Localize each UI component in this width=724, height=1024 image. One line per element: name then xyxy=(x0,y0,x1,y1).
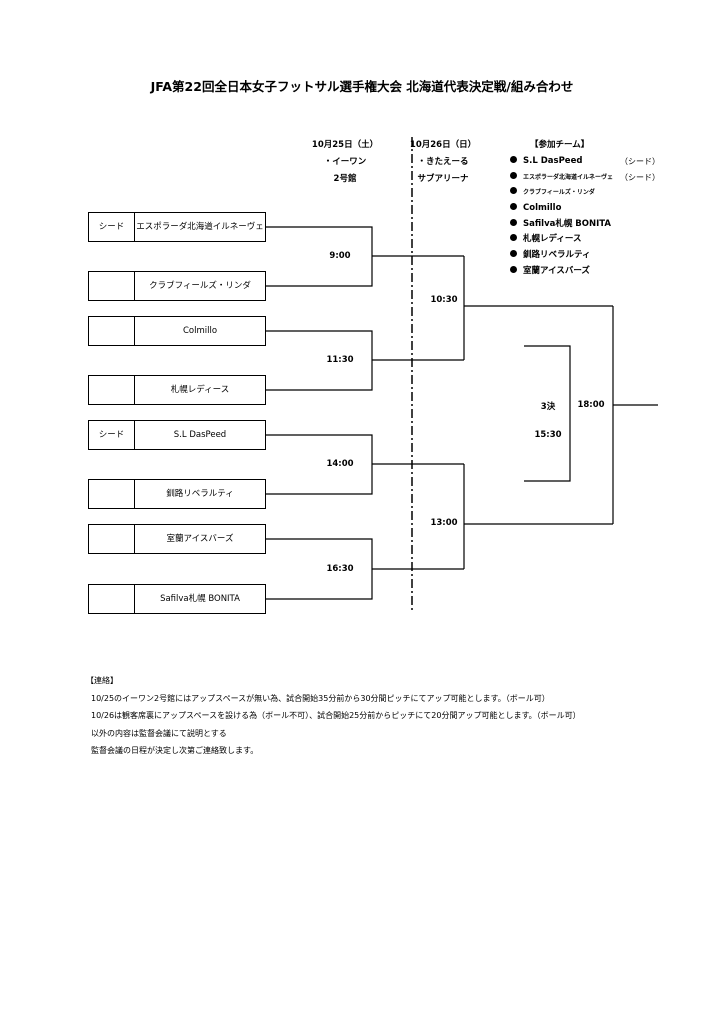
match-time: 9:00 xyxy=(329,251,351,261)
match-time: 13:00 xyxy=(430,518,458,528)
participants-heading: 【参加チーム】 xyxy=(530,140,590,150)
team-name: 室蘭アイスバーズ xyxy=(166,534,234,544)
day2-venue-line2: サブアリーナ xyxy=(417,174,469,184)
bracket-line xyxy=(524,345,571,482)
seed-cell: シード xyxy=(89,213,135,241)
team-name: エスポラーダ北海道イルネーヴェ xyxy=(136,222,264,232)
notes-heading: 【連絡】 xyxy=(86,676,118,685)
match-time: 14:00 xyxy=(326,459,354,469)
participant-item: 札幌レディース xyxy=(508,232,708,248)
bullet-icon xyxy=(510,171,517,179)
bullet-icon xyxy=(510,234,517,242)
day2-venue-line1: ・きたえーる xyxy=(417,157,469,167)
match-time: 10:30 xyxy=(430,295,458,305)
bracket-slot: Safilva札幌 BONITA xyxy=(88,584,266,614)
bracket-slot: 釧路リベラルティ xyxy=(88,479,266,509)
seed-cell: シード xyxy=(89,421,135,449)
bracket-slot: シード エスポラーダ北海道イルネーヴェ xyxy=(88,212,266,242)
participant-item: Safilva札幌 BONITA xyxy=(508,217,708,233)
day2-header: 10月26日（日） ・きたえーる サブアリーナ xyxy=(398,137,488,188)
participant-item: S.L DasPeed（シード） xyxy=(508,154,708,170)
team-name: Colmillo xyxy=(182,326,218,336)
participant-item: クラブフィールズ・リンダ xyxy=(508,185,708,201)
seed-cell xyxy=(89,317,135,345)
seed-cell xyxy=(89,272,135,300)
note-line: 監督会議の日程が決定し次第ご連絡致します。 xyxy=(91,746,259,755)
bullet-icon xyxy=(510,203,517,211)
day1-venue-line2: 2号館 xyxy=(333,174,357,184)
seed-cell xyxy=(89,585,135,613)
team-name: クラブフィールズ・リンダ xyxy=(149,281,251,291)
bullet-icon xyxy=(510,250,517,258)
bullet-icon xyxy=(510,187,517,195)
bracket-slot: シード S.L DasPeed xyxy=(88,420,266,450)
notes-section: 【連絡】 10/25のイーワン2号館にはアップスペースが無い為、試合開始35分前… xyxy=(86,672,581,760)
match-time: 18:00 xyxy=(577,400,605,410)
bracket-slot: 札幌レディース xyxy=(88,375,266,405)
match-time: 16:30 xyxy=(326,564,354,574)
participant-item: Colmillo xyxy=(508,201,708,217)
participant-item: 釧路リベラルティ xyxy=(508,248,708,264)
bullet-icon xyxy=(510,156,517,163)
seed-cell xyxy=(89,480,135,508)
third-place-label: 3決 xyxy=(540,402,556,412)
match-time: 15:30 xyxy=(534,430,562,440)
note-line: 10/25のイーワン2号館にはアップスペースが無い為、試合開始35分前から30分… xyxy=(91,693,550,703)
match-time: 11:30 xyxy=(326,355,354,365)
participant-item: 室蘭アイスバーズ xyxy=(508,264,708,280)
team-name: 札幌レディース xyxy=(170,385,230,395)
bracket-slot: 室蘭アイスバーズ xyxy=(88,524,266,554)
note-line: 以外の内容は監督会議にて説明とする xyxy=(91,728,227,738)
participants-panel: 【参加チーム】 S.L DasPeed（シード） エスポラーダ北海道イルネーヴェ… xyxy=(508,137,708,280)
bracket-slot: Colmillo xyxy=(88,316,266,346)
seed-cell xyxy=(89,525,135,553)
bullet-icon xyxy=(510,218,517,226)
bracket-slot: クラブフィールズ・リンダ xyxy=(88,271,266,301)
page-title: JFA第22回全日本女子フットサル選手権大会 北海道代表決定戦/組み合わせ xyxy=(150,79,574,94)
team-name: 釧路リベラルティ xyxy=(166,489,234,499)
day1-venue-line1: ・イーワン xyxy=(323,157,367,167)
note-line: 10/26は観客席裏にアップスペースを設ける為（ボール不可）、試合開始25分前か… xyxy=(91,711,581,720)
team-name: S.L DasPeed xyxy=(173,430,227,440)
day1-date: 10月25日（土） xyxy=(311,140,379,150)
seed-cell xyxy=(89,376,135,404)
team-name: Safilva札幌 BONITA xyxy=(160,594,240,604)
day2-date: 10月26日（日） xyxy=(409,140,477,150)
participant-item: エスポラーダ北海道イルネーヴェ（シード） xyxy=(508,170,708,186)
bullet-icon xyxy=(510,265,517,273)
day1-header: 10月25日（土） ・イーワン 2号館 xyxy=(300,137,390,188)
